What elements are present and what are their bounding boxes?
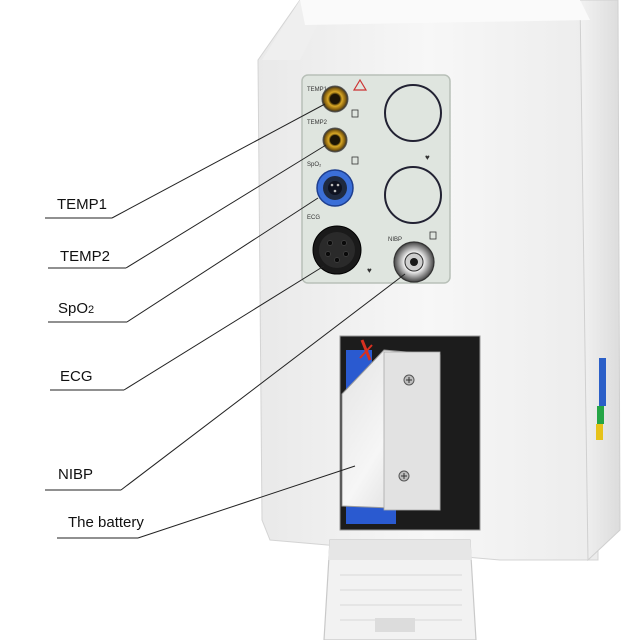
label-temp2: TEMP2 (60, 248, 111, 265)
side-green-tab (597, 406, 604, 424)
display-circle-upper (384, 84, 442, 142)
panel-text-ecg: ECG (307, 215, 320, 221)
warning-icon (352, 78, 368, 91)
marker-box (351, 156, 359, 165)
panel-text-temp1: TEMP1 (307, 87, 328, 93)
label-spo2-subscript: 2 (88, 304, 95, 316)
label-spo2: SpO2 (58, 300, 94, 317)
label-battery: The battery (68, 514, 144, 531)
label-temp1: TEMP1 (57, 196, 108, 213)
nibp-connector (393, 241, 435, 283)
label-spo2-main: SpO (58, 300, 89, 317)
side-blue-tab (599, 358, 606, 406)
spo2-connector (316, 169, 354, 207)
ecg-connector (312, 225, 362, 275)
marker-box (351, 109, 359, 118)
battery-door (323, 539, 477, 640)
temp1-connector (321, 85, 349, 113)
heart-icon: ♥ (425, 153, 430, 162)
panel-text-spo2: SpO₂ (307, 162, 322, 168)
label-ecg: ECG (60, 368, 93, 385)
side-yellow-tab (596, 424, 603, 440)
display-circle-lower (384, 166, 442, 224)
callout-lines (45, 103, 406, 539)
connector-panel: ♥ ♥ TEMP1 TEMP2 SpO₂ ECG NIBP (301, 74, 451, 284)
panel-text-nibp: NIBP (388, 237, 402, 243)
panel-text-temp2: TEMP2 (307, 120, 328, 126)
label-nibp: NIBP (58, 466, 94, 483)
battery-compartment (339, 335, 481, 531)
temp2-connector (322, 127, 348, 153)
marker-box (429, 231, 437, 240)
heart-icon: ♥ (367, 266, 372, 275)
